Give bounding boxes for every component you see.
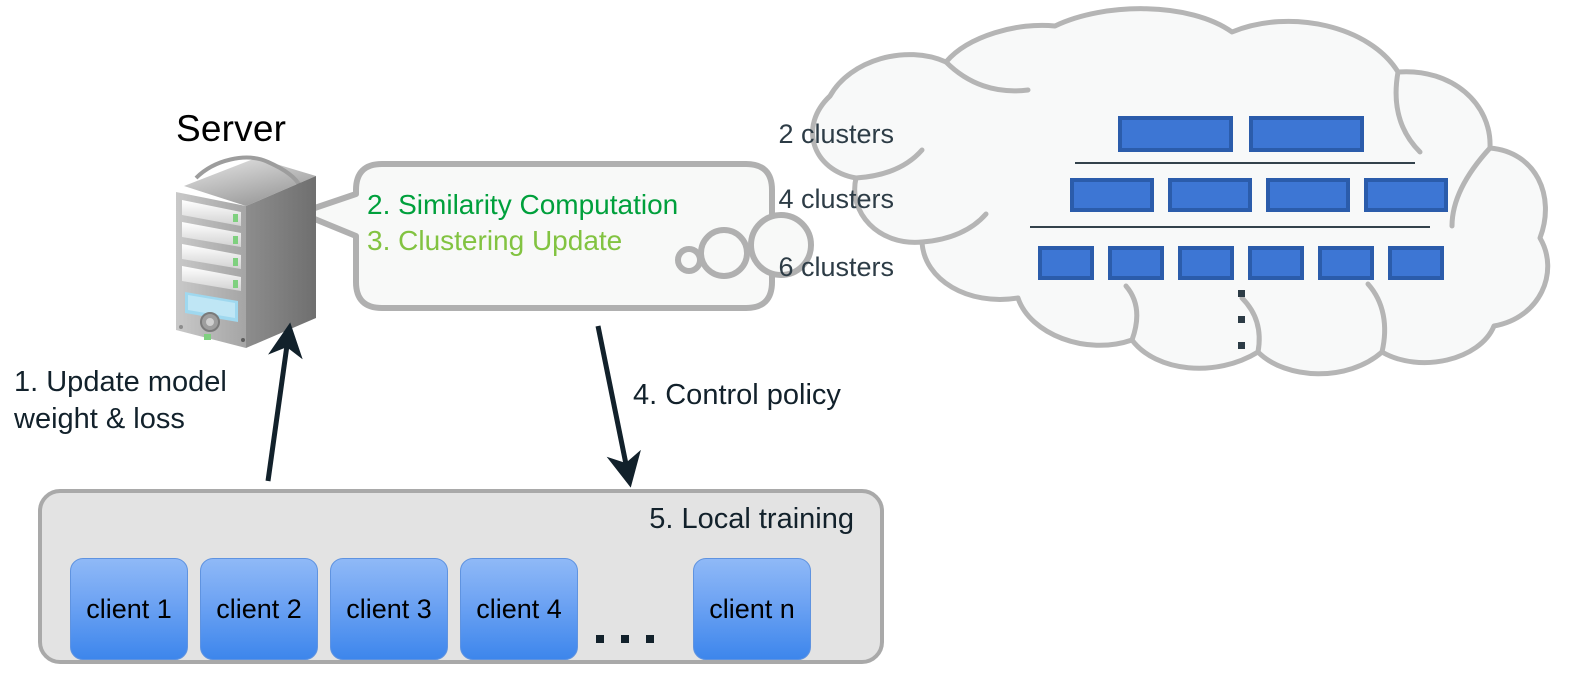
cluster-box <box>1318 246 1374 280</box>
step-5-label: 5. Local training <box>649 503 854 535</box>
thought-circles <box>675 212 814 279</box>
client-box-2[interactable]: client 2 <box>200 558 318 660</box>
cluster-label-4: 4 clusters <box>778 184 894 214</box>
page-title: Server <box>176 108 287 149</box>
cluster-separator-line <box>1030 226 1430 228</box>
client-box-3[interactable]: client 3 <box>330 558 448 660</box>
clients-row: client 1 client 2 client 3 client 4 clie… <box>70 541 823 677</box>
cluster-box <box>1248 246 1304 280</box>
step-1-label: 1. Update model weight & loss <box>14 366 227 436</box>
cluster-row-2 <box>1118 116 1364 152</box>
cluster-label-6: 6 clusters <box>778 252 894 282</box>
arrow-clients-to-server <box>265 322 303 482</box>
cluster-box <box>1266 178 1350 212</box>
thought-bubble <box>297 161 775 311</box>
cluster-row-6 <box>1038 246 1444 280</box>
thought-circle-medium <box>698 227 750 279</box>
cluster-label-2: 2 clusters <box>778 119 894 149</box>
cluster-box <box>1038 246 1094 280</box>
step-4-label: 4. Control policy <box>633 379 841 411</box>
vertical-dots-icon <box>1238 290 1245 368</box>
cluster-separator-line <box>1075 162 1415 164</box>
cluster-box <box>1178 246 1234 280</box>
bubble-line-similarity-computation: 2. Similarity Computation <box>367 189 679 220</box>
cluster-box <box>1388 246 1444 280</box>
cluster-row-4 <box>1070 178 1448 212</box>
cluster-box <box>1364 178 1448 212</box>
cluster-box <box>1168 178 1252 212</box>
client-box-1[interactable]: client 1 <box>70 558 188 660</box>
bubble-text-group: 2. Similarity Computation 3. Clustering … <box>367 187 757 260</box>
thought-circle-large <box>748 212 814 278</box>
cluster-box <box>1249 116 1364 152</box>
horizontal-dots-icon <box>590 541 685 677</box>
clients-panel: 5. Local training client 1 client 2 clie… <box>38 489 884 664</box>
client-box-4[interactable]: client 4 <box>460 558 578 660</box>
cluster-box <box>1108 246 1164 280</box>
cluster-box <box>1070 178 1154 212</box>
server-tower-icon <box>176 155 316 348</box>
arrow-server-to-clients <box>595 325 641 488</box>
bubble-line-clustering-update: 3. Clustering Update <box>367 225 623 257</box>
cluster-box <box>1118 116 1233 152</box>
client-box-n[interactable]: client n <box>693 558 811 660</box>
